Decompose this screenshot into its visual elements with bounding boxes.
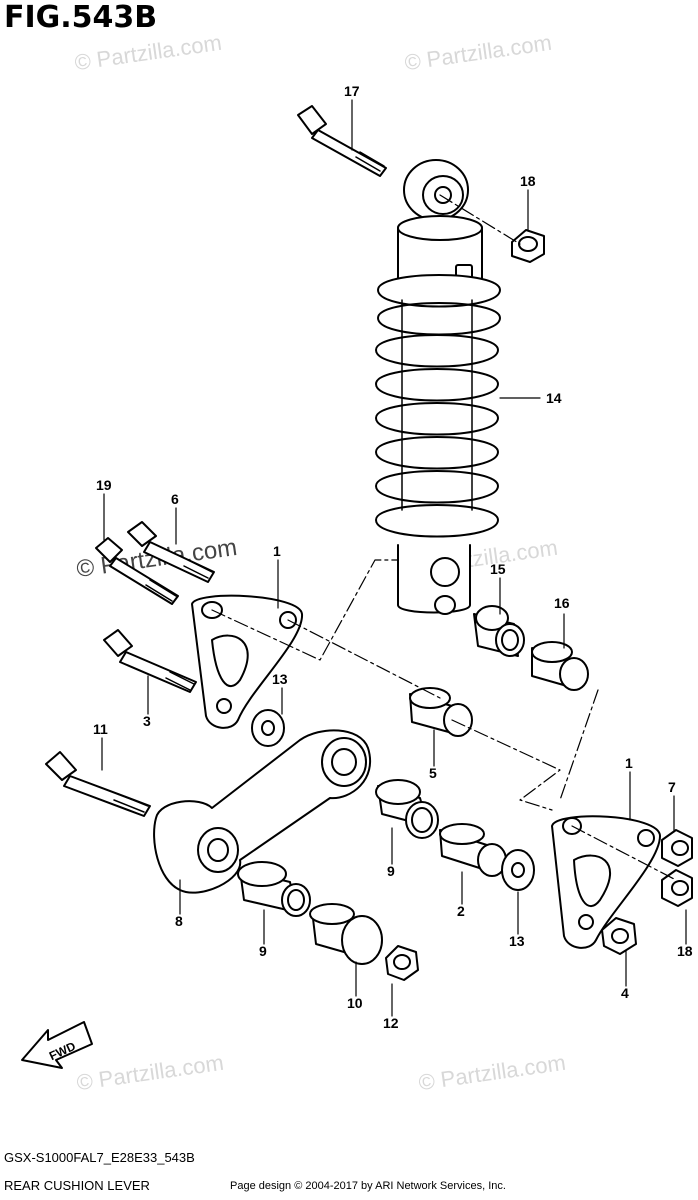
cushion-lever-8	[153, 729, 371, 894]
bearing-9-upper	[375, 779, 439, 839]
shock-absorber-14	[375, 159, 501, 615]
callout-13-right: 13	[509, 933, 525, 949]
page-credit: Page design © 2004-2017 by ARI Network S…	[230, 1180, 506, 1192]
callout-7: 7	[668, 779, 676, 795]
bearing-9-lower	[237, 861, 311, 917]
washer-13-right	[501, 849, 535, 891]
collar-5	[409, 687, 473, 737]
bracket-1-right	[551, 815, 661, 949]
callout-15: 15	[490, 561, 506, 577]
callout-8: 8	[175, 913, 183, 929]
collar-10	[309, 903, 383, 965]
callout-18: 18	[520, 173, 536, 189]
section-name: REAR CUSHION LEVER	[4, 1178, 150, 1193]
callout-1-right: 1	[625, 755, 633, 771]
bolt-19	[95, 537, 179, 605]
callout-10: 10	[347, 995, 363, 1011]
bolt-3	[103, 629, 197, 693]
nut-18-top	[511, 229, 545, 263]
callout-14: 14	[546, 390, 562, 406]
bushing-15	[473, 605, 525, 657]
callout-6: 6	[171, 491, 179, 507]
model-code: GSX-S1000FAL7_E28E33_543B	[4, 1150, 195, 1165]
collar-16	[531, 641, 589, 691]
callout-13: 13	[272, 671, 288, 687]
callout-5: 5	[429, 765, 437, 781]
callout-3: 3	[143, 713, 151, 729]
nut-18-right	[661, 869, 693, 907]
bracket-1-left	[191, 594, 304, 729]
callout-11: 11	[93, 721, 108, 737]
callout-4: 4	[621, 985, 629, 1001]
bolt-11	[45, 751, 151, 817]
callout-18-right: 18	[677, 943, 693, 959]
callout-17: 17	[344, 83, 360, 99]
callout-9-upper: 9	[387, 863, 395, 879]
callout-2: 2	[457, 903, 465, 919]
callout-16: 16	[554, 595, 570, 611]
collar-2	[439, 823, 507, 877]
figure-title: FIG.543B	[4, 0, 158, 35]
callout-19: 19	[96, 477, 112, 493]
callout-9-lower: 9	[259, 943, 267, 959]
nut-4	[601, 917, 637, 955]
fwd-arrow	[21, 1021, 93, 1069]
nut-12	[385, 945, 419, 981]
nut-7	[661, 829, 693, 867]
washer-13-left	[251, 709, 285, 747]
callout-1: 1	[273, 543, 281, 559]
callout-12: 12	[383, 1015, 399, 1031]
bolt-17	[297, 105, 387, 177]
bolt-6	[127, 521, 215, 583]
